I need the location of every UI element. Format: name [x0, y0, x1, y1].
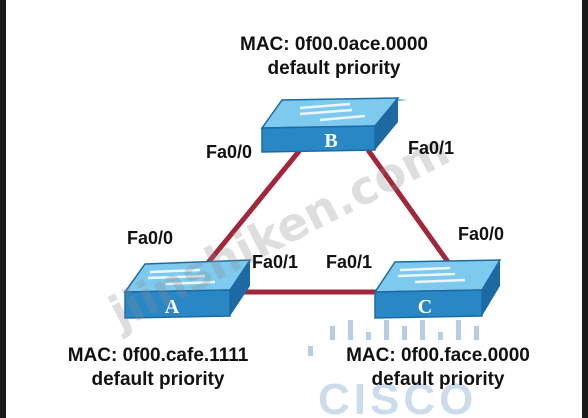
switch-b-port-fa0-0: Fa0/0: [206, 142, 253, 162]
switch-c-info: MAC: 0f00.face.0000 default priority: [318, 344, 558, 392]
switch-b[interactable]: B: [260, 97, 408, 153]
switch-c-port-fa0-0: Fa0/0: [458, 224, 505, 244]
switch-b-priority: default priority: [267, 58, 401, 79]
left-border: [0, 0, 6, 418]
switch-c-port-fa0-1: Fa0/1: [326, 252, 373, 272]
switch-b-info: MAC: 0f00.0ace.0000 default priority: [214, 33, 454, 81]
cisco-logo: CISCO: [308, 320, 479, 418]
cisco-wordmark: CISCO: [318, 375, 477, 418]
switch-arrows-icon: [147, 268, 216, 286]
switch-b-port-fa0-1: Fa0/1: [408, 138, 455, 158]
switch-c-letter: C: [418, 296, 432, 318]
right-border: [582, 0, 588, 418]
switch-c[interactable]: C: [373, 259, 502, 319]
switch-c-mac: MAC: 0f00.face.0000: [346, 345, 530, 366]
switch-a-priority: default priority: [91, 369, 225, 390]
switch-a[interactable]: A: [123, 259, 252, 319]
switch-a-info: MAC: 0f00.cafe.1111 default priority: [38, 344, 278, 392]
switch-b-letter: B: [324, 130, 337, 152]
switch-b-mac: MAC: 0f00.0ace.0000: [240, 34, 428, 55]
switch-a-port-fa0-1: Fa0/1: [252, 252, 299, 272]
link-b-c: [365, 148, 451, 264]
switch-a-port-fa0-0: Fa0/0: [127, 228, 174, 248]
switch-arrows-icon: [299, 102, 366, 122]
switch-a-letter: A: [165, 296, 180, 318]
switch-arrows-icon: [397, 266, 466, 284]
link-a-b: [196, 148, 302, 277]
switch-a-mac: MAC: 0f00.cafe.1111: [67, 345, 249, 366]
switch-c-priority: default priority: [371, 369, 505, 390]
